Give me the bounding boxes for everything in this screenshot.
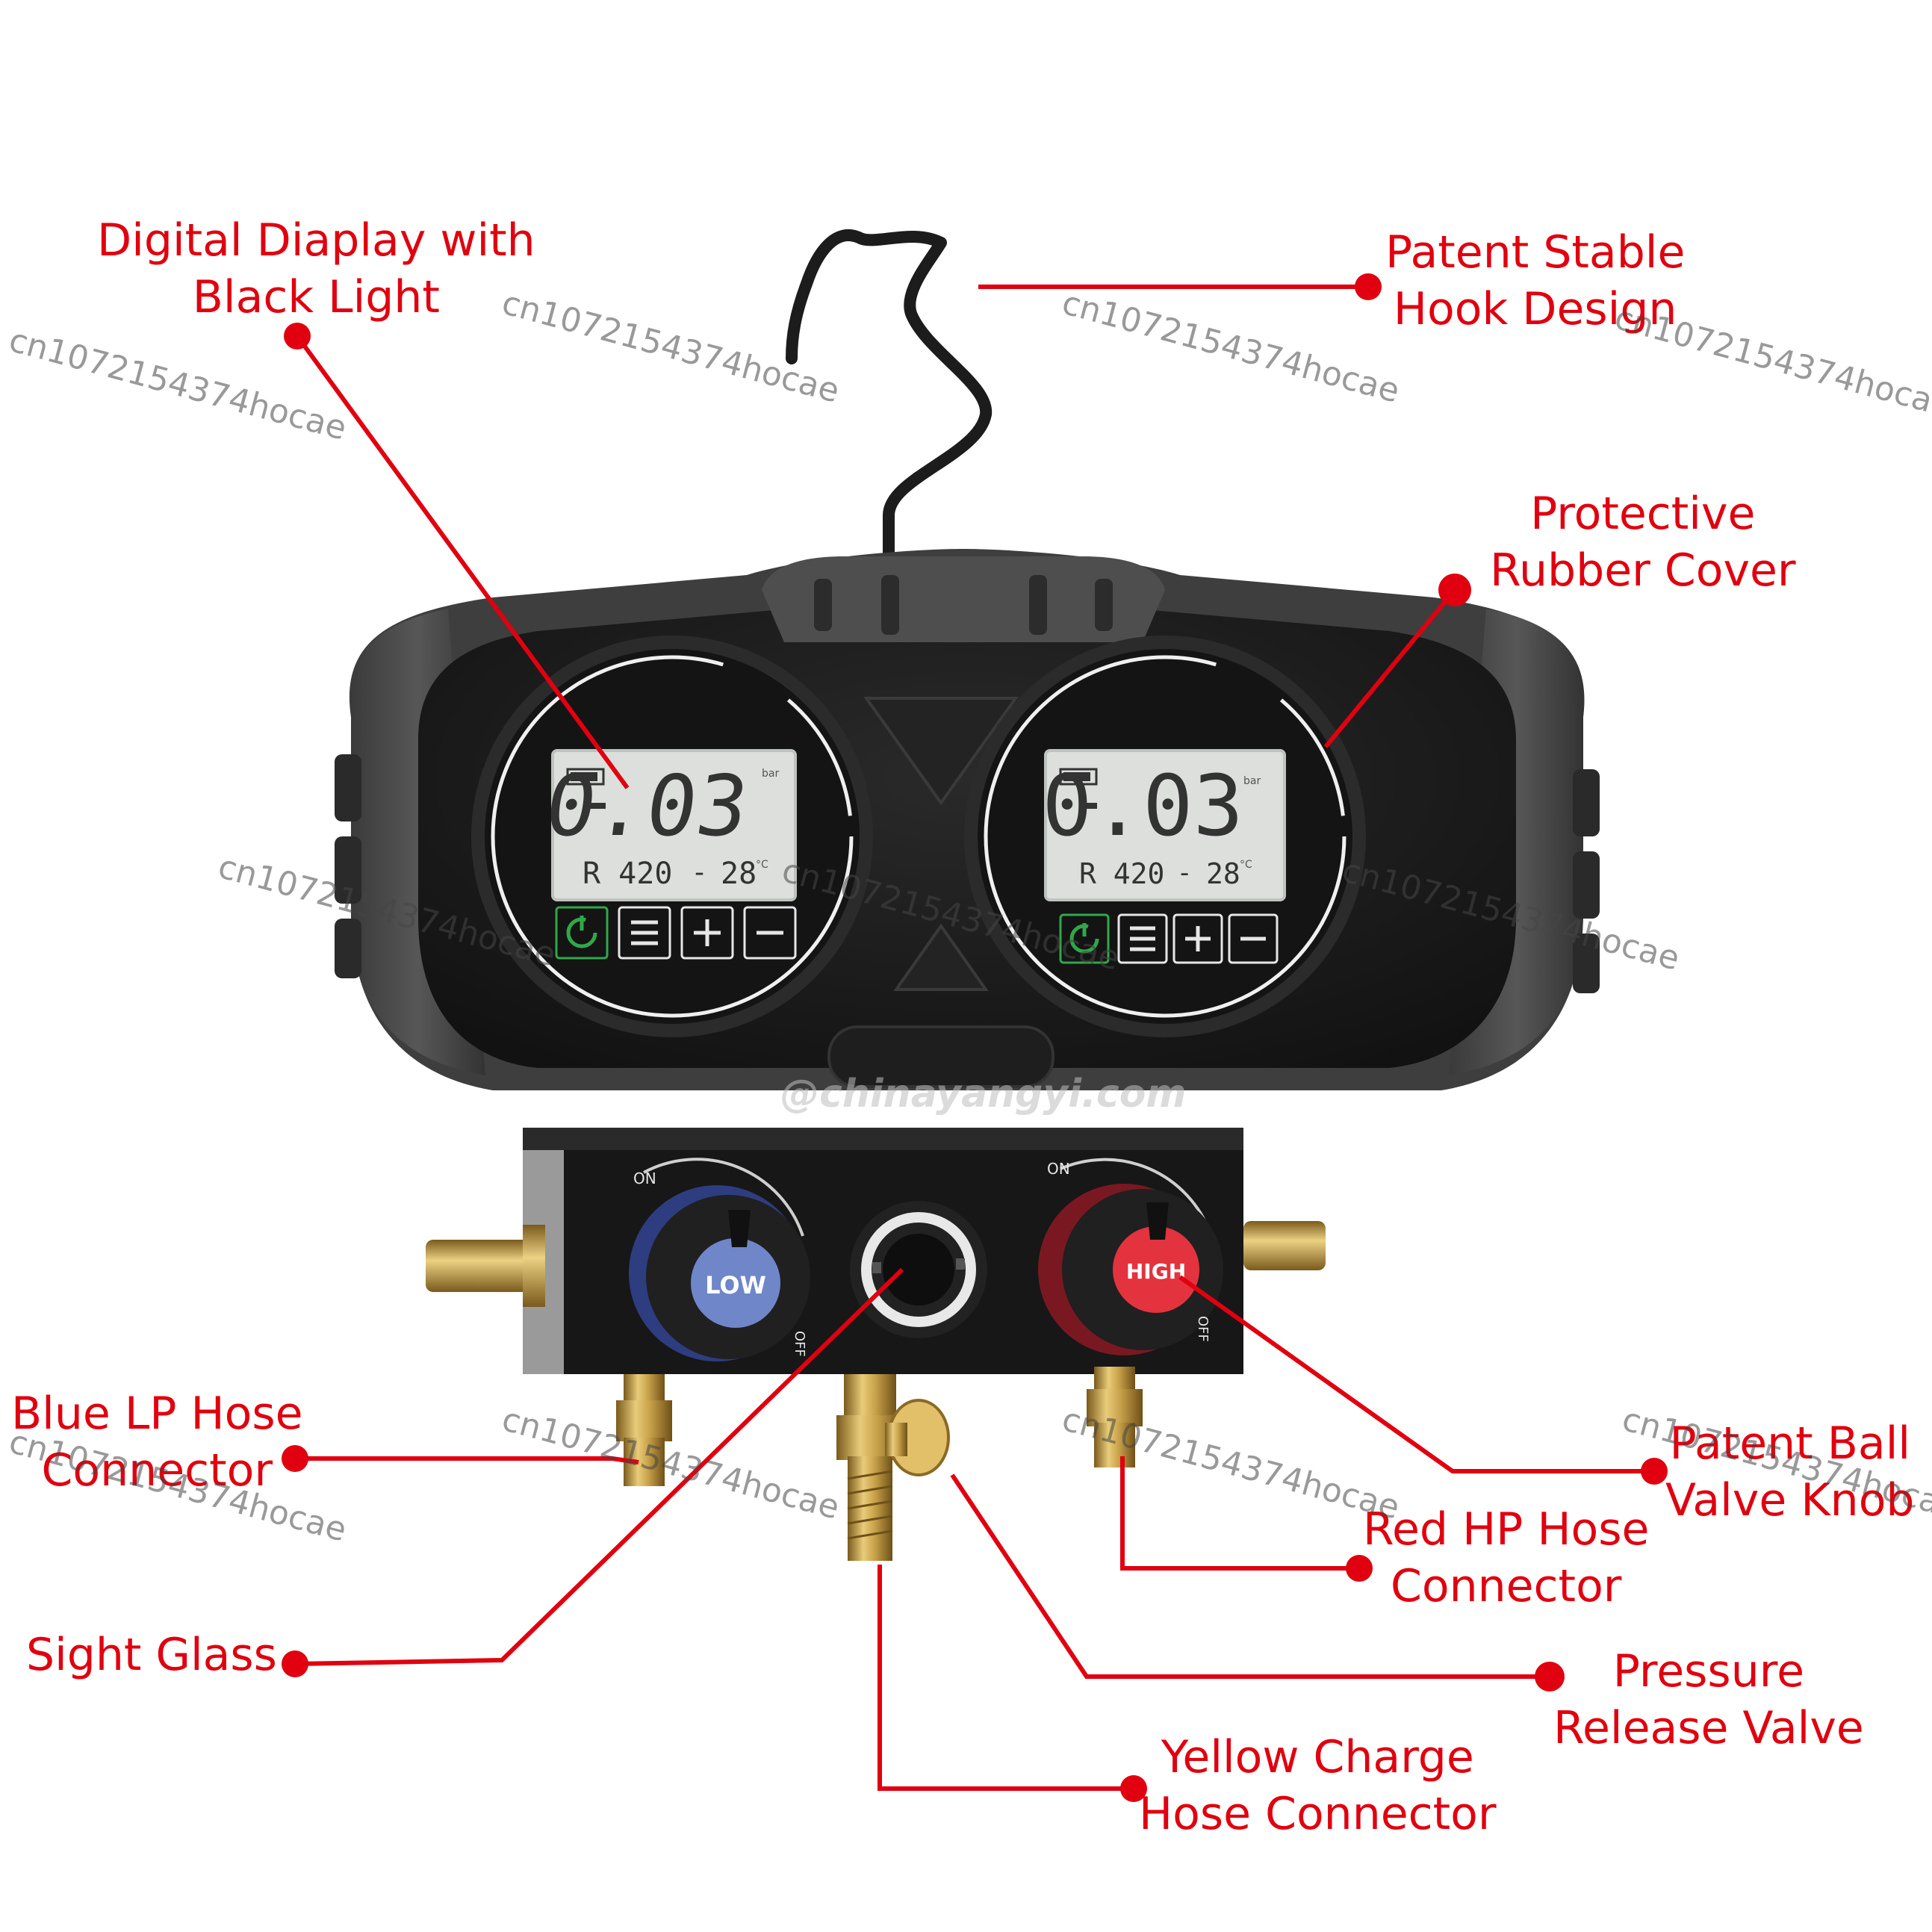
low-knob-label: LOW [705,1271,766,1299]
callout-sight-glass: Sight Glass [26,1629,277,1681]
top-grip [762,556,1165,642]
left-pressure-value: 0.03 [539,758,754,855]
right-refrigerant: R 420 [1079,857,1164,890]
callout-rubber-cover: Protective Rubber Cover [1490,488,1796,597]
low-knob [629,1158,810,1361]
callout-hook: Patent Stable Hook Design [1385,226,1686,335]
callout-pressure-release: Pressure Release Valve [1553,1645,1864,1754]
callout-digital-display: Digital Diaplay with Black Light [97,214,535,323]
right-temperature: 28 [1206,857,1240,890]
line-red-hp [1120,1456,1359,1571]
pressure-release-valve [885,1399,950,1476]
low-on-label: ON [633,1170,656,1187]
line-sight-glass [294,1267,904,1666]
high-knob [1038,1158,1223,1355]
right-sub-sign: - [1180,858,1189,888]
right-dial [964,636,1366,1037]
site-watermark: @chinayangyi.com [780,1072,1187,1116]
left-lcd [551,749,797,901]
yellow-charge-fitting [836,1374,904,1561]
left-refrigerant: R 420 [583,857,672,891]
right-side-fitting [1243,1221,1326,1270]
right-pressure-value: 0.03 [1042,758,1243,855]
left-sub-sign: - [695,857,704,888]
callout-lines [294,285,1654,1791]
line-yellow-charge [878,1565,1134,1791]
callout-red-hp: Red HP Hose Connector [1363,1503,1650,1612]
high-knob-label: HIGH [1126,1259,1186,1284]
line-display [295,335,630,789]
top-triangle [863,697,1019,806]
red-hp-fitting [1087,1367,1143,1467]
left-pressure-unit: bar [762,768,779,780]
high-on-label: ON [1047,1160,1070,1178]
hook [786,229,993,574]
right-lcd [1044,749,1286,901]
line-blue-lp [295,1456,639,1464]
low-off-label: OFF [792,1331,807,1357]
callout-dots [282,273,1668,1802]
left-side-fitting [426,1240,530,1292]
bottom-triangle [893,923,989,991]
center-slot [827,1025,1054,1088]
left-dial [471,636,873,1037]
callout-ball-valve: Patent Ball Valve Knob [1665,1417,1915,1526]
line-rubber [1323,588,1457,748]
callout-yellow-charge: Yellow Charge Hose Connector [1139,1731,1497,1840]
right-temp-unit: °C [1240,859,1252,871]
left-temp-unit: °C [756,859,768,871]
left-temperature: 28 [721,857,757,891]
line-ball-valve [1178,1275,1654,1473]
line-pressure-release [950,1473,1550,1679]
blue-lp-fitting [616,1374,672,1486]
high-off-label: OFF [1195,1316,1211,1342]
right-pressure-unit: bar [1243,775,1261,787]
callout-blue-lp: Blue LP Hose Connector [11,1388,303,1497]
sight-glass [850,1201,987,1338]
